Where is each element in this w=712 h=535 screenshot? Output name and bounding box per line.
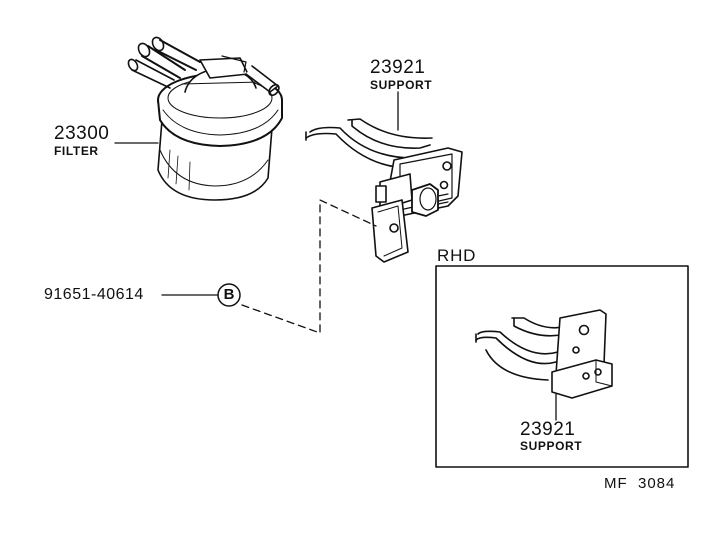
filter-part-name: FILTER — [54, 144, 99, 158]
support-bracket-illustration — [306, 119, 462, 262]
bolt-part-number: 91651-40614 — [44, 286, 144, 303]
rhd-support-part-number: 23921 — [520, 419, 576, 440]
rhd-support-illustration — [476, 310, 612, 398]
rhd-inset-box — [436, 266, 688, 467]
rhd-support-part-name: SUPPORT — [520, 439, 583, 453]
drawing-code: MF 3084 — [604, 475, 676, 492]
fuel-filter-illustration — [127, 35, 282, 200]
support-part-name: SUPPORT — [370, 78, 433, 92]
bolt-callout-letter: B — [223, 286, 235, 303]
bolt-leader-dashed — [242, 200, 376, 333]
filter-part-number: 23300 — [54, 123, 110, 144]
support-part-number: 23921 — [370, 57, 426, 78]
rhd-section-label: RHD — [437, 246, 477, 265]
bolt-callout-circle — [218, 284, 240, 306]
